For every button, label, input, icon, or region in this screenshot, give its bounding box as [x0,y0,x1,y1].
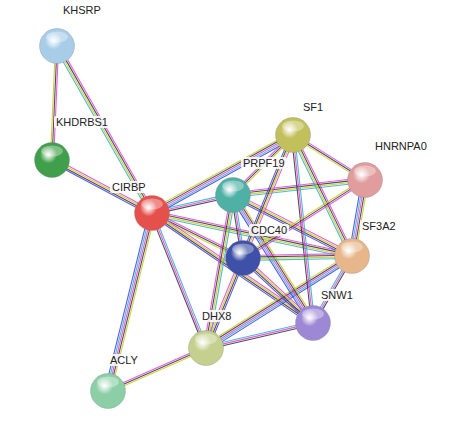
protein-node: CIRBP [134,195,170,231]
protein-node: KHSRP [39,28,75,64]
interaction-edge [63,60,145,200]
sf3a2-label: SF3A2 [360,220,398,232]
khdrbs1-label: KHDRBS1 [54,116,110,128]
evidence-line [293,152,309,306]
interaction-edge [157,228,201,333]
khsrp-label: KHSRP [61,4,103,16]
evidence-line [222,325,296,342]
interaction-edge [256,188,351,250]
protein-node: ACLY [90,373,126,409]
evidence-line [296,152,312,306]
sf1-label: SF1 [301,101,325,113]
evidence-line [66,60,144,197]
evidence-line [212,273,236,332]
node-sphere [215,177,251,213]
evidence-line [215,275,239,334]
dhx8-label: DHX8 [200,310,233,322]
node-sphere [134,195,170,231]
evidence-line [256,269,301,311]
acly-label: ACLY [108,354,140,366]
node-sphere [39,28,75,64]
node-sphere [275,117,311,153]
evidence-line [210,273,234,332]
evidence-line [160,228,201,331]
protein-node: SNW1 [295,305,331,341]
evidence-line [308,143,351,170]
evidence-line [352,196,359,238]
evidence-line [234,212,239,241]
interaction-edge [51,63,58,143]
protein-node: SF3A2 [334,238,370,274]
evidence-line [258,191,351,251]
protein-node: HNRNPA0 [347,162,383,198]
interaction-edge [293,152,313,307]
interaction-edge [298,149,346,242]
protein-node: PRPF19 [215,177,251,213]
evidence-line [260,257,335,258]
evidence-line [260,259,335,260]
evidence-line [51,63,55,143]
protein-node: SF1 [275,117,311,153]
node-sphere [334,238,370,274]
node-sphere [295,305,331,341]
evidence-line [353,196,360,238]
evidence-line [257,268,302,310]
evidence-line [65,61,143,198]
node-sphere [34,142,70,178]
node-sphere [90,373,126,409]
snw1-label: SNW1 [319,289,355,301]
protein-node: CDC40 [225,240,261,276]
node-sphere [347,162,383,198]
evidence-line [221,266,338,340]
interaction-edge [109,229,151,376]
evidence-line [355,197,362,239]
evidence-line [257,189,350,249]
cdc40-label: CDC40 [249,224,289,236]
evidence-line [158,229,199,332]
protein-node: DHX8 [188,330,224,366]
evidence-line [256,188,349,248]
protein-node: KHDRBS1 [34,142,70,178]
evidence-line [295,152,311,306]
evidence-line [260,256,335,257]
evidence-line [67,60,145,197]
interaction-edge [307,143,352,173]
interaction-edge [260,254,335,260]
evidence-line [63,62,141,199]
evidence-line [111,229,147,374]
evidence-line [109,229,145,374]
evidence-line [112,230,148,375]
evidence-line [307,144,350,171]
interaction-edge [210,273,239,333]
node-sphere [225,240,261,276]
interaction-edge [352,196,366,240]
evidence-line [307,145,350,172]
cirbp-label: CIRBP [110,181,148,193]
evidence-line [157,229,198,332]
evidence-line [223,328,297,345]
evidence-line [223,327,297,344]
evidence-line [213,274,237,333]
evidence-line [254,271,299,313]
prpf19-label: PRPF19 [241,157,287,169]
interaction-edge [234,212,242,242]
evidence-line [255,270,300,312]
hnrnpa0-label: HNRNPA0 [373,140,429,152]
interaction-edge [254,268,302,313]
evidence-line [260,254,335,255]
node-sphere [188,330,224,366]
